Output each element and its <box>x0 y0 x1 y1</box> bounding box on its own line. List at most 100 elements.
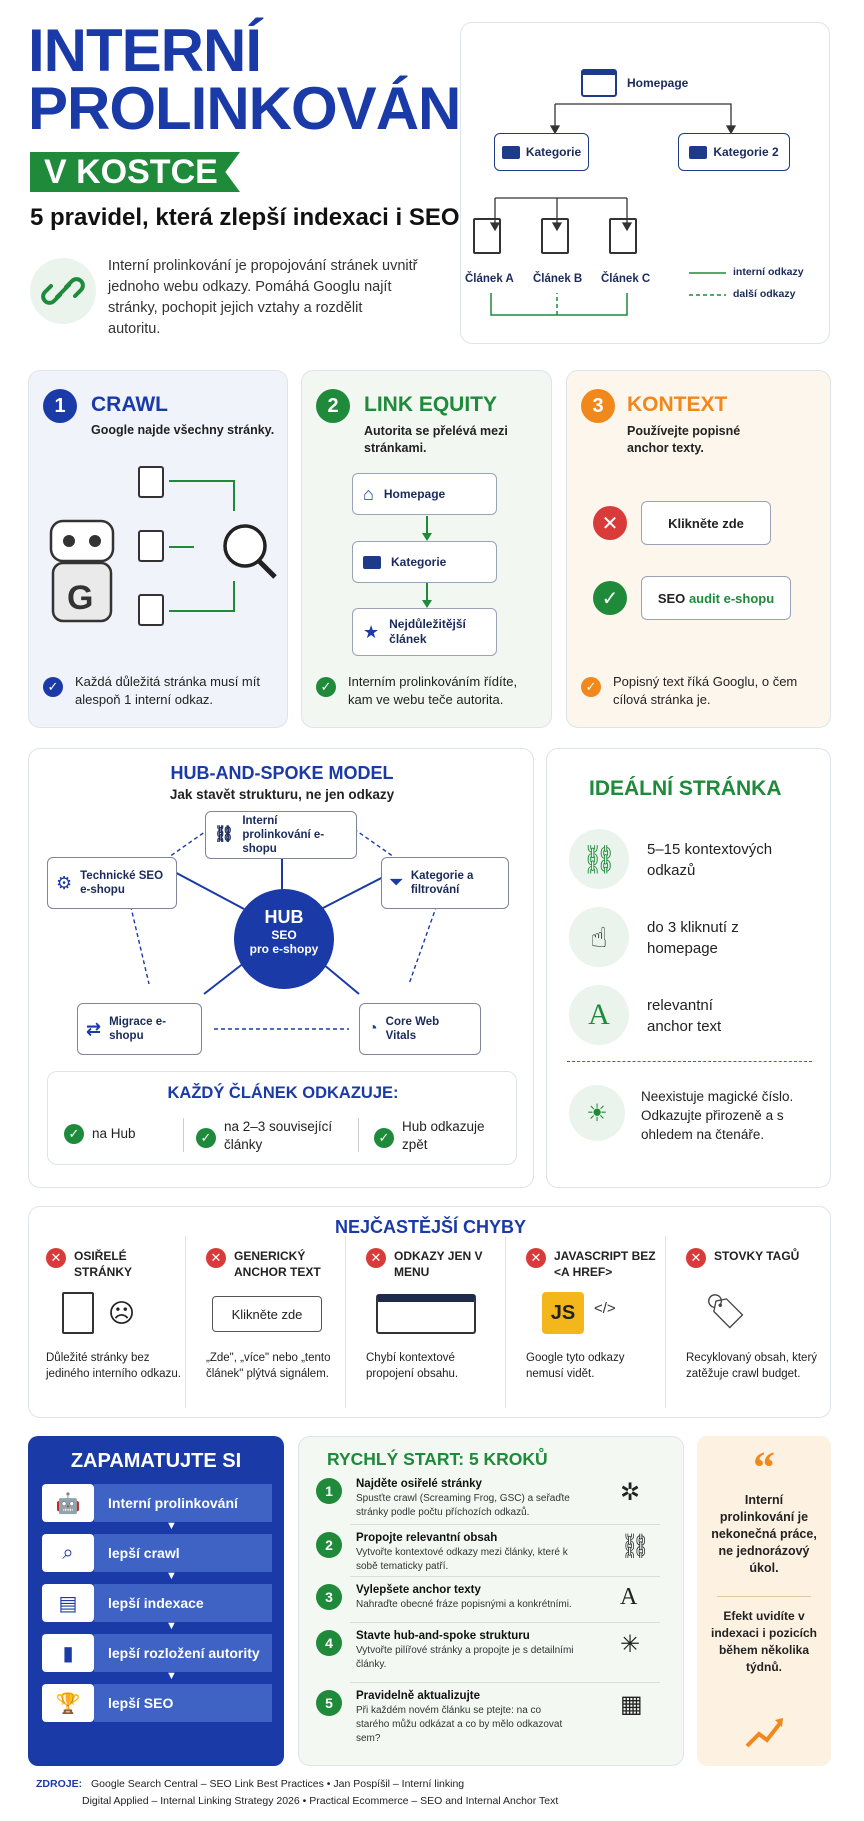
document-icon: ▤ <box>42 1584 94 1622</box>
hub-node-label: Migrace e-shopu <box>109 1016 166 1042</box>
step-title: Pravidelně aktualizujte <box>356 1690 480 1702</box>
step-title: Najděte osiřelé stránky <box>356 1478 482 1490</box>
hub-center: HUB SEO pro e-shopy <box>234 889 334 989</box>
remember-label: Interní prolinkování <box>94 1484 272 1522</box>
mistake-desc: Chybí kontextové propojení obsahu. <box>366 1352 459 1380</box>
each-article-title: KAŽDÝ ČLÁNEK ODKAZUJE: <box>167 1084 399 1102</box>
folder-icon <box>689 145 708 159</box>
link-icon: ⛓ <box>214 826 235 843</box>
hub-node-label: Core Web Vitals <box>385 1016 440 1042</box>
mistake-item: ✕OSIŘELÉ STRÁNKY☹Důležité stránky bez je… <box>34 1236 186 1408</box>
divider <box>350 1524 660 1525</box>
hub-node-label: Technické SEO e-shopu <box>80 870 164 896</box>
quote-text-1: Interní prolinkování je nekonečná práce,… <box>711 1493 817 1575</box>
card-crawl: 1 CRAWL Google najde všechny stránky. G … <box>28 370 288 728</box>
error-icon: ✕ <box>686 1248 706 1268</box>
doc-icon <box>609 218 637 254</box>
check-icon: ✓ <box>43 677 63 697</box>
ideal-item-2: do 3 kliknutí z homepage <box>647 919 739 957</box>
mistake-item: ✕JAVASCRIPT BEZ <A HREF>JS</>Google tyto… <box>514 1236 666 1408</box>
code-icon: </> <box>594 1300 616 1317</box>
title-badge: V KOSTCE <box>30 152 240 192</box>
calendar-icon: ▦ <box>620 1692 643 1718</box>
node-kategorie-2: Kategorie 2 <box>678 133 790 171</box>
check-icon: ✓ <box>196 1128 216 1148</box>
sources-label: ZDROJE: <box>36 1778 83 1790</box>
link-icon <box>30 258 96 324</box>
tags-icon: 🏷 <box>704 1293 748 1331</box>
sources: ZDROJE: Google Search Central – SEO Link… <box>36 1776 558 1810</box>
equity-node-homepage: ⌂Homepage <box>352 473 497 515</box>
error-icon: ✕ <box>206 1248 226 1268</box>
remember-item: 🏆lepší SEO <box>42 1684 272 1722</box>
bar-chart-icon: ▮ <box>42 1634 94 1672</box>
quote-card: “ Interní prolinkování je nekonečná prác… <box>697 1436 831 1766</box>
sources-line-1[interactable]: Google Search Central – SEO Link Best Pr… <box>91 1778 465 1790</box>
mistake-title: OSIŘELÉ STRÁNKY <box>74 1249 133 1279</box>
mistake-title: ODKAZY JEN V MENU <box>394 1249 483 1279</box>
robot-icon: 🤖 <box>42 1484 94 1522</box>
divider <box>717 1596 811 1597</box>
error-icon: ✕ <box>366 1248 386 1268</box>
check-icon: ✓ <box>64 1124 84 1144</box>
hub-and-spoke-card: HUB-AND-SPOKE MODEL Jak stavět strukturu… <box>28 748 534 1188</box>
check-icon: ✓ <box>374 1128 394 1148</box>
title-line2: PROLINKOVÁNÍ <box>28 75 477 142</box>
folder-icon <box>363 555 381 569</box>
intro-text: Interní prolinkování je propojování strá… <box>108 258 418 337</box>
step-desc: Nahraďte obecné fráze popisnými a konkré… <box>356 1599 572 1610</box>
sources-line-2[interactable]: Digital Applied – Internal Linking Strat… <box>82 1795 559 1807</box>
star-icon: ★ <box>363 621 380 642</box>
check-icon: ✓ <box>581 677 601 697</box>
step-number: 3 <box>581 389 615 423</box>
equity-node-kategorie: Kategorie <box>352 541 497 583</box>
step-desc: Spusťte crawl (Screaming Frog, GSC) a se… <box>356 1493 570 1518</box>
speech-bubble-icon: Klikněte zde <box>212 1296 322 1332</box>
hub-node-bottom-left: ⇄Migrace e-shopu <box>77 1003 202 1055</box>
search-icon: ⌕ <box>42 1534 94 1572</box>
home-icon: ⌂ <box>363 483 374 504</box>
each-article-1: na Hub <box>92 1126 136 1141</box>
growth-chart-icon <box>745 1718 783 1748</box>
mistake-title: JAVASCRIPT BEZ <A HREF> <box>554 1249 656 1279</box>
equity-desc: Autorita se přelévá mezi stránkami. <box>364 424 508 455</box>
arrow-down-icon: ▼ <box>166 1570 177 1582</box>
equity-foot: Interním prolinkováním řídíte, kam ve we… <box>348 674 518 707</box>
svg-text:G: G <box>67 579 93 617</box>
mistake-desc: Důležité stránky bez jediného interního … <box>46 1352 181 1380</box>
hub-node-top: ⛓Interní prolinkování e-shopu <box>205 811 357 859</box>
browser-icon <box>581 69 617 97</box>
step-title: Stavte hub-and-spoke strukturu <box>356 1630 530 1642</box>
mistake-title: STOVKY TAGŮ <box>714 1249 800 1263</box>
good-anchor-highlight: audit e-shopu <box>688 590 775 606</box>
arrow-down-icon: ▼ <box>166 1670 177 1682</box>
good-anchor-example: SEO audit e-shopu <box>641 576 791 620</box>
each-article-2: na 2–3 související články <box>224 1119 333 1152</box>
remember-label: lepší SEO <box>94 1684 272 1722</box>
node-clanek-b: Článek B <box>533 273 583 285</box>
divider <box>350 1622 660 1623</box>
ideal-title: IDEÁLNÍ STRÁNKA <box>589 777 782 800</box>
quote-icon: “ <box>753 1443 775 1492</box>
ideal-item-3: relevantní anchor text <box>647 997 722 1035</box>
remember-item: ⌕lepší crawl <box>42 1534 272 1572</box>
divider <box>183 1118 184 1152</box>
mistake-item: ✕ ODKAZY JEN V MENU Chybí kontextové propo… <box>354 1236 506 1408</box>
ideal-item-1: 5–15 kontextových odkazů <box>647 841 773 879</box>
quick-start-card: RYCHLÝ START: 5 KROKŮ <box>298 1436 684 1766</box>
equity-node-label: Kategorie <box>391 555 447 569</box>
remember-item: 🤖Interní prolinkování <box>42 1484 272 1522</box>
network-icon: ✳ <box>620 1632 641 1658</box>
anchor-text-icon: A <box>620 1584 638 1610</box>
mistake-desc: „Zde", „více" nebo „tento článek" plýtvá… <box>206 1352 331 1380</box>
kontext-title: KONTEXT <box>627 393 728 416</box>
hub-node-right: ⏷Kategorie a filtrování <box>381 857 509 909</box>
hub-center-line2: SEO <box>271 928 297 942</box>
hub-node-bottom-right: ◔Core Web Vitals <box>359 1003 481 1055</box>
error-icon: ✕ <box>46 1248 66 1268</box>
kontext-foot: Popisný text říká Googlu, o čem cílová s… <box>613 674 798 707</box>
step-desc: Vytvořte kontextové odkazy mezi články, … <box>356 1547 568 1572</box>
node-clanek-a: Článek A <box>465 273 514 285</box>
each-article-3: Hub odkazuje zpět <box>402 1119 485 1152</box>
crawl-illustration: G <box>49 466 277 626</box>
